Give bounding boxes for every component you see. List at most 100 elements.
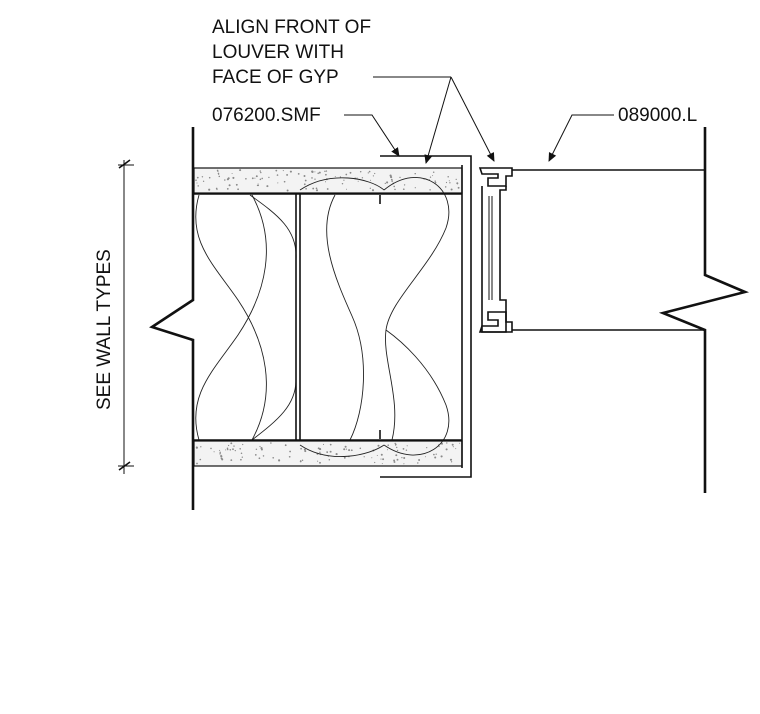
gypsum-speck <box>403 184 406 186</box>
gypsum-speck <box>230 459 233 461</box>
note-louver-ref: 089000.L <box>618 105 697 126</box>
gypsum-speck <box>231 173 233 174</box>
gypsum-speck <box>239 448 241 450</box>
gypsum-speck <box>394 188 396 191</box>
gypsum-speck <box>213 451 215 453</box>
gypsum-speck <box>325 170 328 172</box>
gypsum-speck <box>452 446 454 448</box>
gypsum-speck <box>349 171 352 174</box>
gypsum-speck <box>237 188 239 191</box>
gypsum-speck <box>324 181 327 183</box>
gypsum-speck <box>396 449 399 452</box>
gypsum-speck <box>406 445 408 447</box>
gypsum-speck <box>235 183 238 186</box>
gypsum-speck <box>394 444 397 446</box>
gypsum-speck <box>319 448 322 451</box>
metal-stud <box>194 193 462 441</box>
gypsum-speck <box>372 175 374 177</box>
gypsum-speck <box>197 185 199 187</box>
gypsum-speck <box>359 171 362 173</box>
gypsum-speck <box>335 453 338 456</box>
gypsum-speck <box>224 179 226 181</box>
gypsum-speck <box>232 448 234 451</box>
gypsum-speck <box>300 447 302 450</box>
gypsum-speck <box>395 454 398 457</box>
gypsum-speck <box>449 458 453 461</box>
gypsum-speck <box>219 449 221 451</box>
gypsum-speck <box>344 445 347 448</box>
gypsum-speck <box>304 179 307 182</box>
gypsum-speck <box>343 448 346 451</box>
gypsum-speck <box>418 459 421 461</box>
gypsum-speck <box>368 170 371 173</box>
gypsum-speck <box>315 187 318 190</box>
gypsum-speck <box>339 176 341 178</box>
gypsum-speck <box>380 458 382 460</box>
gypsum-speck <box>371 189 375 192</box>
louver-frame <box>478 167 705 333</box>
gypsum-speck <box>393 185 396 188</box>
gypsum-speck <box>208 176 211 179</box>
gypsum-speck <box>226 448 229 451</box>
note-align-line-2: LOUVER WITH <box>212 42 344 63</box>
gypsum-speck <box>356 177 358 179</box>
gypsum-speck <box>402 188 405 191</box>
gypsum-speck <box>312 187 315 190</box>
gypsum-speck <box>446 442 448 444</box>
gypsum-speck <box>393 461 396 463</box>
gypsum-speck <box>201 176 204 178</box>
gypsum-speck <box>429 176 432 178</box>
gypsum-speck <box>303 183 306 186</box>
gypsum-speck <box>384 182 386 185</box>
gypsum-speck <box>314 171 316 173</box>
gypsum-speck <box>324 170 326 173</box>
gypsum-speck <box>229 449 232 451</box>
gypsum-speck <box>381 463 383 465</box>
gypsum-speck <box>345 188 348 190</box>
gypsum-speck <box>414 187 416 189</box>
gypsum-speck <box>390 178 393 181</box>
gypsum-speck <box>275 169 278 172</box>
gypsum-speck <box>435 453 437 455</box>
gypsum-speck <box>315 189 319 192</box>
gypsum-speck <box>455 448 457 450</box>
gypsum-speck <box>377 444 380 447</box>
gypsum-speck <box>423 178 425 180</box>
gypsum-speck <box>305 187 307 190</box>
gypsum-speck <box>343 456 346 459</box>
gypsum-speck <box>257 185 260 187</box>
gypsum-texture <box>195 169 461 465</box>
gypsum-speck <box>395 446 398 449</box>
wall-break-line <box>149 127 195 510</box>
gypsum-speck <box>401 456 403 459</box>
gypsum-speck <box>359 447 362 450</box>
gypsum-speck <box>414 172 416 175</box>
gypsum-speck <box>217 170 219 173</box>
gypsum-speck <box>239 169 242 172</box>
gypsum-speck <box>245 177 247 180</box>
gypsum-speck <box>318 171 321 174</box>
gypsum-speck <box>230 442 233 445</box>
gypsum-speck <box>228 184 231 187</box>
gypsum-speck <box>341 182 344 185</box>
gypsum-speck <box>451 443 454 446</box>
insulation <box>195 177 450 457</box>
gypsum-speck <box>367 172 369 174</box>
gypsum-speck <box>322 443 325 445</box>
gypsum-speck <box>210 447 212 450</box>
gypsum-speck <box>450 461 453 463</box>
gypsum-speck <box>386 449 388 451</box>
gypsum-speck <box>200 446 202 448</box>
gypsum-speck <box>195 446 198 449</box>
gypsum-speck <box>371 457 373 459</box>
gypsum-speck <box>221 458 224 461</box>
gypsum-speck <box>277 182 279 184</box>
gypsum-speck <box>301 459 304 462</box>
gypsum-speck <box>374 172 376 175</box>
gypsum-speck <box>260 171 262 174</box>
gypsum-speck <box>260 448 263 451</box>
gypsum-speck <box>434 181 437 184</box>
gypsum-speck <box>196 462 198 465</box>
gypsum-speck <box>403 463 405 465</box>
